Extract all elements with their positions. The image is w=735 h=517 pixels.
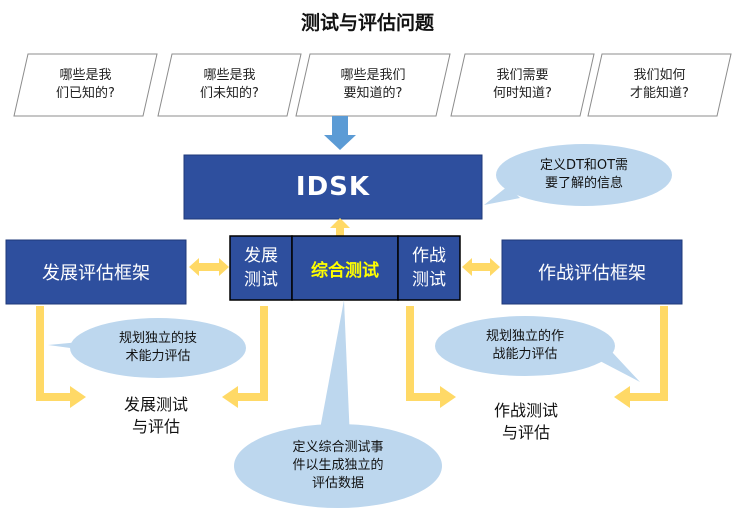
question-3: 哪些是我们要知道的? xyxy=(303,58,443,112)
idsk-bubble-shape xyxy=(496,144,672,206)
question-1-line-1: 哪些是我 xyxy=(59,68,112,83)
op-framework-box xyxy=(501,239,683,305)
integrated-test-label: 综合测试 xyxy=(311,260,379,281)
dev-result-line-1: 发展测试 xyxy=(123,395,188,414)
right-bubble-text: 规划独立的作战能力评估 xyxy=(440,320,610,372)
right-bubble-tail xyxy=(598,352,640,382)
question-shape-5 xyxy=(587,53,732,117)
op-framework-label: 作战评估框架 xyxy=(538,263,646,284)
question-2-line-1: 哪些是我 xyxy=(203,68,256,83)
question-1-line-2: 们已知的? xyxy=(56,86,115,101)
left-bubble-line-2: 术能力评估 xyxy=(125,349,191,364)
question-shape-4 xyxy=(450,53,595,117)
left-outer-arrow-icon xyxy=(36,306,86,408)
left-bubble-shape xyxy=(70,318,246,378)
diagram-title: 测试与评估问题 xyxy=(300,12,434,34)
right-bubble-shape xyxy=(435,316,615,376)
question-4-line-1: 我们需要 xyxy=(496,68,549,83)
op-test-line-1: 作战 xyxy=(412,246,446,266)
dev-test-line-1: 发展 xyxy=(244,246,278,266)
idsk-bubble-line-1: 定义DT和OT需 xyxy=(539,158,629,173)
bottom-bubble-tail xyxy=(318,300,350,440)
question-5-line-1: 我们如何 xyxy=(633,68,686,83)
idsk-bubble-line-2: 要了解的信息 xyxy=(544,176,623,191)
question-3-line-1: 哪些是我们 xyxy=(340,68,406,83)
question-shape-1 xyxy=(13,53,158,117)
op-test-line-2: 测试 xyxy=(412,270,446,290)
bottom-bubble-line-2: 件以生成独立的 xyxy=(292,458,384,473)
left-double-arrow-icon xyxy=(189,258,229,276)
question-1: 哪些是我们已知的? xyxy=(21,58,150,112)
idsk-box xyxy=(183,154,483,220)
integrated-test-box xyxy=(291,235,399,301)
bottom-bubble-text: 定义综合测试事件以生成独立的评估数据 xyxy=(244,430,432,502)
dev-test-box xyxy=(229,235,293,301)
right-bubble-line-1: 规划独立的作 xyxy=(485,329,564,344)
right-double-arrow-icon xyxy=(462,258,500,276)
right-bubble-line-2: 战能力评估 xyxy=(492,347,558,362)
question-3-line-2: 要知道的? xyxy=(343,86,403,101)
bottom-bubble-shape xyxy=(234,424,442,508)
idsk-bubble-tail xyxy=(484,186,520,205)
question-shape-2 xyxy=(157,53,302,117)
bottom-bubble-line-3: 评估数据 xyxy=(311,476,364,491)
question-2: 哪些是我们未知的? xyxy=(165,58,294,112)
op-test-label: 作战测试 xyxy=(398,236,460,300)
left-inner-arrow-icon xyxy=(222,306,268,408)
question-4-line-2: 何时知道? xyxy=(493,86,552,101)
question-4: 我们需要何时知道? xyxy=(458,58,587,112)
right-outer-arrow-icon xyxy=(614,306,668,408)
dev-test-label: 发展测试 xyxy=(230,236,292,300)
dev-result-label: 发展测试与评估 xyxy=(96,394,216,438)
question-5-line-2: 才能知道? xyxy=(630,86,689,101)
op-result-line-2: 与评估 xyxy=(501,423,550,442)
idsk-bubble-text: 定义DT和OT需要了解的信息 xyxy=(500,146,668,204)
op-result-label: 作战测试与评估 xyxy=(466,400,586,444)
right-inner-arrow-icon xyxy=(406,306,456,408)
op-test-box xyxy=(397,235,461,301)
dev-framework-box xyxy=(5,239,187,305)
down-arrow-icon xyxy=(324,116,356,150)
left-bubble-text: 规划独立的技术能力评估 xyxy=(76,322,240,374)
question-shape-3 xyxy=(295,53,451,117)
op-result-line-1: 作战测试 xyxy=(493,401,558,420)
left-bubble-line-1: 规划独立的技 xyxy=(118,331,197,346)
bottom-bubble-line-1: 定义综合测试事 xyxy=(292,440,384,455)
dev-framework-label: 发展评估框架 xyxy=(42,263,150,284)
dev-result-line-2: 与评估 xyxy=(131,417,180,436)
question-2-line-2: 们未知的? xyxy=(200,86,259,101)
idsk-label: IDSK xyxy=(295,172,371,202)
dev-test-line-2: 测试 xyxy=(244,270,278,290)
question-5: 我们如何才能知道? xyxy=(595,58,724,112)
